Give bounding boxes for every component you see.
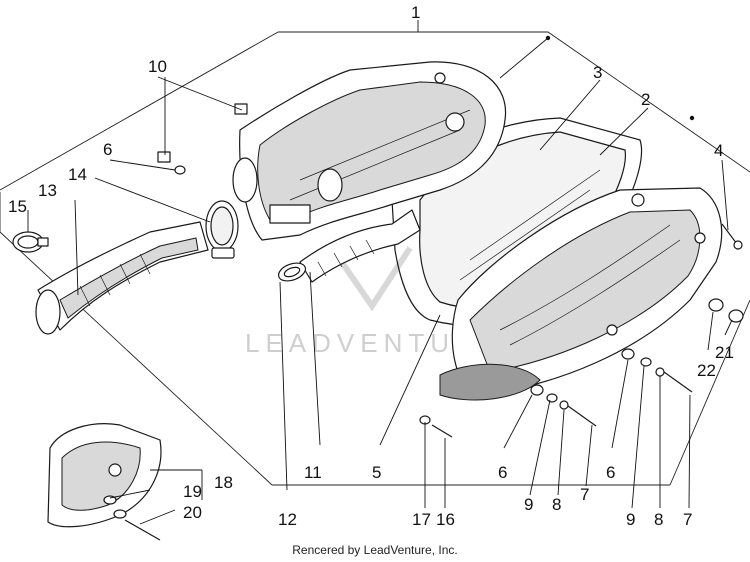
- callout-7-right: 7: [683, 510, 692, 529]
- callout-18: 18: [214, 473, 233, 492]
- callout-6-upper: 6: [103, 140, 112, 159]
- cap-21: [728, 309, 744, 323]
- intake-duct-part: [299, 209, 421, 283]
- callout-22: 22: [697, 361, 716, 380]
- callout-15: 15: [8, 197, 27, 216]
- callout-5: 5: [372, 463, 381, 482]
- airbox-housing-part: [232, 61, 507, 241]
- grommet-22: [708, 298, 724, 312]
- clip-part: [157, 103, 248, 163]
- render-credit: Rencered by LeadVenture, Inc.: [292, 543, 458, 557]
- callout-11: 11: [304, 463, 322, 482]
- fastener-stack-right: [621, 348, 693, 393]
- callout-21: 21: [715, 343, 734, 362]
- callout-20: 20: [183, 503, 202, 522]
- leader-lines: [27, 20, 733, 525]
- callout-12: 12: [278, 510, 297, 529]
- assembly-frame: [0, 31, 750, 486]
- callout-4: 4: [714, 141, 723, 160]
- callout-1: 1: [411, 3, 420, 22]
- callout-9-middle: 9: [524, 495, 533, 514]
- clamp-ring-part: [205, 200, 239, 259]
- callout-7-middle: 7: [580, 485, 589, 504]
- callout-10: 10: [148, 57, 167, 76]
- callout-6-middle: 6: [498, 463, 507, 482]
- intake-hose-part: [35, 221, 209, 335]
- hose-clamp-part: [12, 231, 49, 253]
- fastener-screw-4: [721, 223, 743, 250]
- callout-14: 14: [68, 165, 87, 184]
- filter-gasket-part: [391, 117, 642, 327]
- inset-bracket-part: [47, 423, 162, 541]
- callout-6-right: 6: [606, 463, 615, 482]
- callout-19: 19: [183, 482, 202, 501]
- washer-part-upper: [174, 165, 186, 175]
- leader-dots: [545, 35, 695, 121]
- callout-2: 2: [641, 90, 650, 109]
- air-filter-cover-part: [439, 187, 723, 401]
- sleeve-part: [277, 262, 307, 282]
- callout-17: 17: [412, 510, 431, 529]
- callout-3: 3: [593, 63, 602, 82]
- callout-8-right: 8: [654, 510, 663, 529]
- fastener-stack-middle: [530, 384, 597, 427]
- callout-labels: 1 3 2 4 10 6 14 13 15 22 21 5 11 12 17 1…: [8, 3, 734, 529]
- callout-13: 13: [38, 181, 57, 200]
- callout-9-right: 9: [626, 510, 635, 529]
- callout-16: 16: [436, 510, 455, 529]
- callout-8-middle: 8: [552, 495, 561, 514]
